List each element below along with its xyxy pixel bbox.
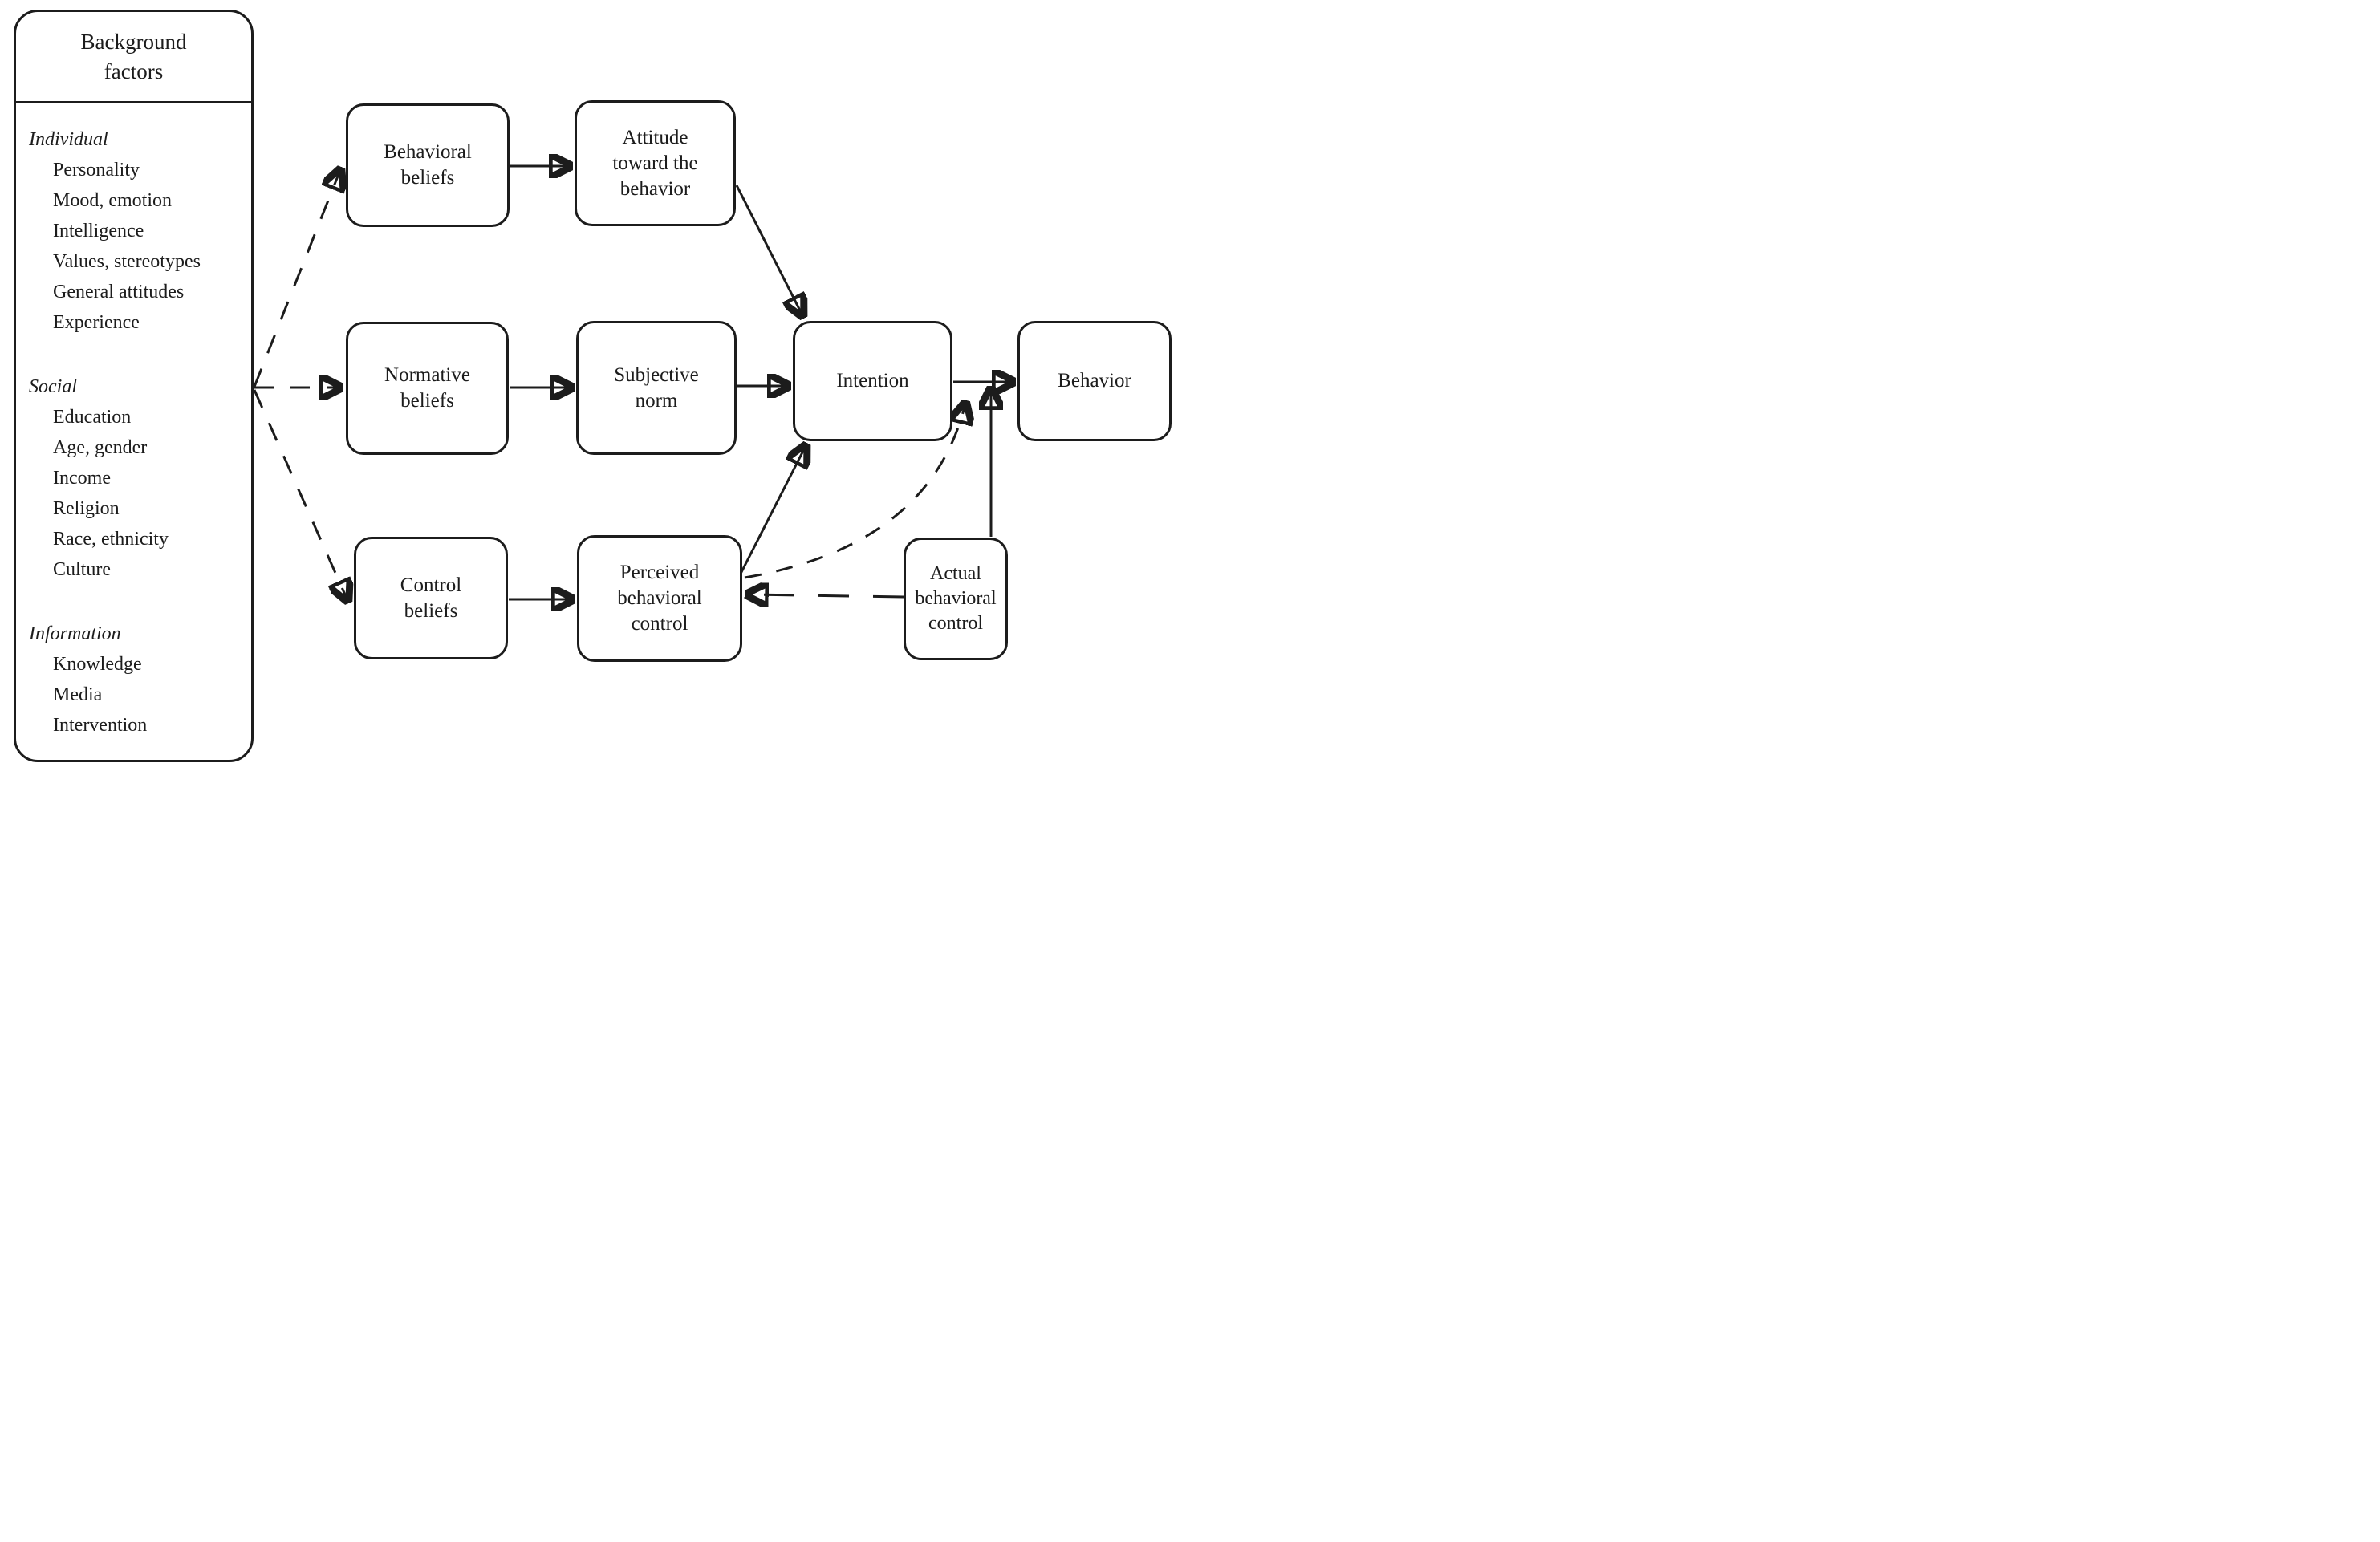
list-item: Personality — [53, 160, 140, 181]
node-behavior: Behavior — [1017, 321, 1172, 441]
edge-background-to-control-beliefs — [253, 389, 347, 600]
edge-pbc-to-intention — [738, 446, 806, 576]
node-perceived-behavioral-control: Perceived behavioral control — [577, 535, 742, 662]
node-behavioral-beliefs: Behavioral beliefs — [346, 103, 510, 227]
node-control-beliefs: Control beliefs — [354, 537, 508, 659]
list-item: Culture — [53, 559, 111, 580]
section-information: Information Knowledge Media Intervention — [29, 619, 243, 741]
list-item: Intervention — [53, 715, 148, 736]
section-header-individual: Individual — [29, 129, 108, 150]
node-actual-behavioral-control: Actual behavioral control — [904, 538, 1008, 660]
background-factors-list: Individual Personality Mood, emotion Int… — [16, 103, 251, 741]
section-header-information: Information — [29, 623, 121, 644]
edge-pbc-to-behavior-dashed — [744, 404, 965, 579]
list-item: Intelligence — [53, 221, 144, 241]
edge-attitude-to-intention — [735, 185, 802, 315]
node-normative-beliefs: Normative beliefs — [346, 322, 509, 455]
node-subjective-norm: Subjective norm — [576, 321, 737, 455]
section-social: Social Education Age, gender Income Reli… — [29, 371, 243, 585]
background-factors-title: Background factors — [16, 12, 251, 103]
list-item: Mood, emotion — [53, 190, 172, 211]
section-individual: Individual Personality Mood, emotion Int… — [29, 124, 243, 338]
list-item: Age, gender — [53, 437, 148, 458]
list-item: Race, ethnicity — [53, 529, 169, 550]
list-item: Values, stereotypes — [53, 251, 201, 272]
node-attitude-toward-the-behavior: Attitude toward the behavior — [575, 100, 736, 226]
section-header-social: Social — [29, 376, 77, 397]
edge-abc-to-pbc — [748, 594, 904, 597]
node-intention: Intention — [793, 321, 952, 441]
list-item: Income — [53, 468, 111, 489]
edges-layer — [253, 0, 1190, 771]
list-item: Media — [53, 684, 103, 705]
list-item: Education — [53, 407, 132, 428]
list-item: Knowledge — [53, 654, 142, 675]
list-item: Religion — [53, 498, 120, 519]
tpb-diagram: Background factors Individual Personalit… — [0, 0, 1190, 771]
background-factors-box: Background factors Individual Personalit… — [14, 10, 254, 762]
list-item: Experience — [53, 312, 140, 333]
list-item: General attitudes — [53, 282, 185, 302]
edge-background-to-behavioral-beliefs — [253, 170, 340, 388]
